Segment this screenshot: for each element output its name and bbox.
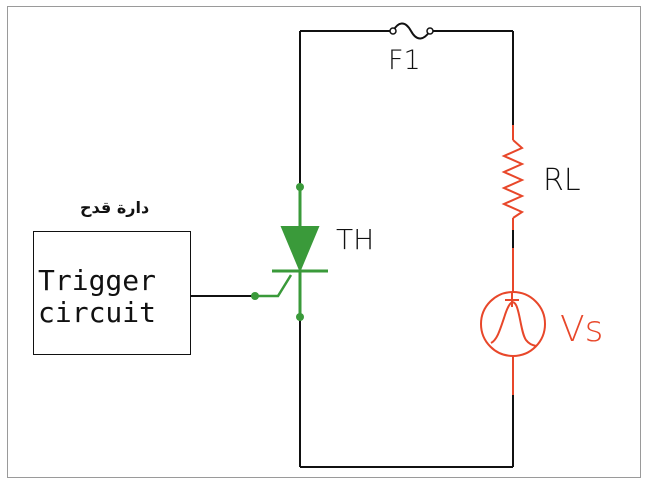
arabic-caption: دارة قدح (80, 198, 150, 217)
resistor-symbol (501, 125, 525, 230)
ac-source-symbol (480, 248, 546, 395)
fuse-terminal-left (389, 27, 397, 35)
thyristor-label: TH (336, 223, 375, 256)
fuse-symbol (392, 22, 431, 40)
trigger-label-line1: Trigger (38, 264, 157, 297)
trigger-label-line2: circuit (38, 296, 157, 329)
fuse-terminal-right (426, 27, 434, 35)
trigger-circuit-label: Trigger circuit (38, 265, 156, 329)
source-label: Vs (560, 309, 604, 350)
trigger-circuit-box (33, 231, 191, 355)
thyristor-symbol (251, 183, 328, 321)
wires (191, 30, 514, 468)
resistor-label: RL (543, 163, 581, 198)
fuse-label: F1 (388, 45, 421, 76)
diagram-frame (7, 6, 641, 478)
